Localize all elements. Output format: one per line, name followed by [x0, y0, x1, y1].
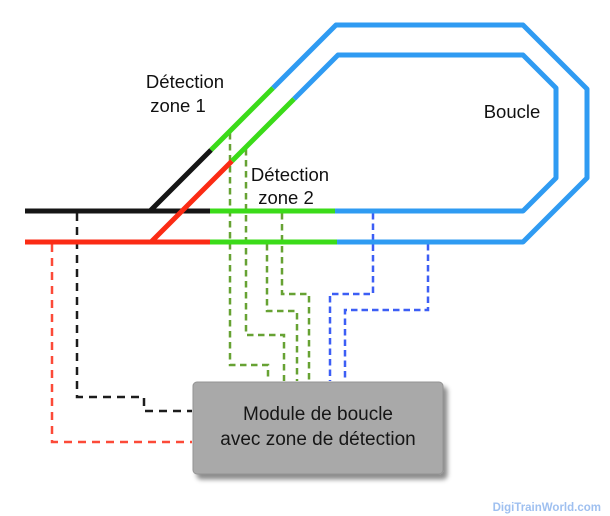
loop-label: Boucle [484, 101, 541, 122]
watermark-text: DigiTrainWorld.com [493, 502, 601, 514]
turnout-branch-black [148, 148, 213, 213]
loop-outer-track [271, 22, 590, 245]
module-label-line1: Module de boucle [243, 404, 393, 425]
zone1-label-line1: Détection [146, 71, 224, 92]
module-label-line2: avec zone de détection [220, 429, 415, 450]
wire-loop-rail-b [343, 244, 430, 381]
loop-inner-track [292, 52, 559, 214]
wire-loop-rail-a [328, 213, 375, 381]
wire-zone2-rail-a [265, 244, 299, 381]
wire-black-common [75, 213, 192, 413]
wire-zone1-rail-a [228, 133, 270, 381]
zone2-label-line2: zone 2 [258, 187, 314, 208]
zone1-label-line2: zone 1 [150, 95, 206, 116]
loop-module-rect [192, 381, 444, 475]
detection-zone1-lower-rail [230, 97, 296, 163]
zone2-label-line1: Détection [251, 164, 329, 185]
turnout-branch-red [149, 159, 234, 244]
detection-zone1-upper-rail [209, 86, 275, 152]
wire-zone2-rail-b [280, 213, 311, 381]
wire-red-common [50, 244, 192, 444]
loop-module-box [192, 381, 444, 475]
